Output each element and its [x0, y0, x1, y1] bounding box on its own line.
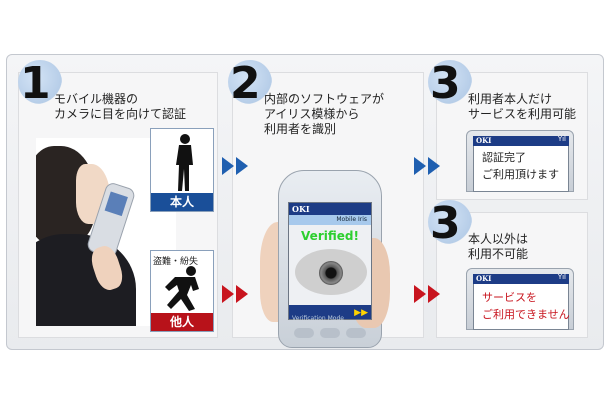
- flow-arrow-icon: [222, 285, 234, 303]
- step-1-badge: [18, 60, 62, 104]
- success-line: ご利用頂けます: [482, 168, 559, 181]
- step-3a-badge: [428, 60, 472, 104]
- flow-arrow-icon: [236, 285, 248, 303]
- phone-keypad: [290, 328, 370, 344]
- phone-key: [320, 328, 340, 338]
- flow-arrow-icon: [428, 157, 440, 175]
- step-2-caption: 内部のソフトウェアが アイリス模様から 利用者を識別: [264, 92, 384, 137]
- phone-screen-footer: Verification Mode ▶▶: [289, 305, 371, 322]
- thief-silhouette-icon: [165, 266, 199, 311]
- flow-arrow-icon: [222, 157, 234, 175]
- step-3b-badge: [428, 200, 472, 244]
- step-3b-caption: 本人以外は 利用不可能: [468, 232, 528, 262]
- owner-silhouette-icon: [176, 134, 193, 191]
- flow-arrow-icon: [414, 285, 426, 303]
- signal-icon: Yıl: [557, 273, 566, 281]
- next-arrow-icon: ▶▶: [354, 308, 368, 318]
- step-3a-caption: 利用者本人だけ サービスを利用可能: [468, 92, 576, 122]
- success-message: 認証完了 ご利用頂けます: [473, 146, 569, 192]
- success-phone: OKI Yıl 認証完了 ご利用頂けます: [466, 130, 574, 192]
- oki-logo: OKI: [476, 136, 492, 145]
- step-3b-caption-line: 利用不可能: [468, 247, 529, 261]
- phone-screen: OKI Mobile Iris Verified! Verification M…: [288, 202, 372, 322]
- flow-arrow-icon: [236, 157, 248, 175]
- step-3a-caption-line: サービスを利用可能: [468, 107, 577, 121]
- phone-screen-header: OKI: [289, 203, 371, 215]
- step-2-number: 2: [230, 58, 261, 109]
- failure-line: サービスを: [482, 291, 537, 304]
- failure-message: サービスを ご利用できません: [473, 284, 570, 330]
- stolen-lost-tag: 盗難・紛失: [153, 257, 199, 267]
- eye-icon: [295, 249, 367, 295]
- owner-label: 本人: [151, 193, 213, 211]
- failure-line: ご利用できません: [482, 308, 570, 321]
- step-3b-caption-line: 本人以外は: [468, 232, 529, 246]
- oki-logo: OKI: [476, 274, 492, 283]
- stranger-label: 他人: [151, 313, 213, 331]
- success-phone-header: OKI Yıl: [473, 135, 569, 146]
- success-line: 認証完了: [482, 151, 526, 164]
- step-1-number: 1: [20, 58, 51, 109]
- owner-box: 本人: [150, 128, 214, 212]
- failure-phone: OKI Yıl サービスを ご利用できません: [466, 268, 574, 330]
- flow-arrow-icon: [414, 157, 426, 175]
- verification-mode-text: Verification Mode: [292, 315, 344, 322]
- step-2-badge: [228, 60, 272, 104]
- signal-icon: Yıl: [557, 135, 566, 143]
- step-1-caption-line: モバイル機器の: [54, 92, 139, 106]
- step-2-caption-line: 内部のソフトウェアが: [264, 92, 385, 106]
- stranger-box: 盗難・紛失 他人: [150, 250, 214, 332]
- step-3b-number: 3: [430, 198, 461, 249]
- phone-key: [294, 328, 314, 338]
- step-1-caption: モバイル機器の カメラに目を向けて認証: [54, 92, 186, 122]
- oki-logo: OKI: [292, 204, 310, 214]
- handheld-phone-screen: [104, 191, 128, 217]
- step-1-caption-line: カメラに目を向けて認証: [54, 107, 187, 121]
- step-2-caption-line: アイリス模様から: [264, 107, 360, 121]
- phone-key: [346, 328, 366, 338]
- verified-status: Verified!: [301, 229, 359, 243]
- flow-arrow-icon: [428, 285, 440, 303]
- step-2-caption-line: 利用者を識別: [264, 122, 337, 136]
- iris-icon: [319, 261, 343, 285]
- failure-phone-header: OKI Yıl: [473, 273, 569, 284]
- step-3a-caption-line: 利用者本人だけ: [468, 92, 553, 106]
- phone-screen-subtitle: Mobile Iris: [289, 215, 371, 225]
- step-3a-number: 3: [430, 58, 461, 109]
